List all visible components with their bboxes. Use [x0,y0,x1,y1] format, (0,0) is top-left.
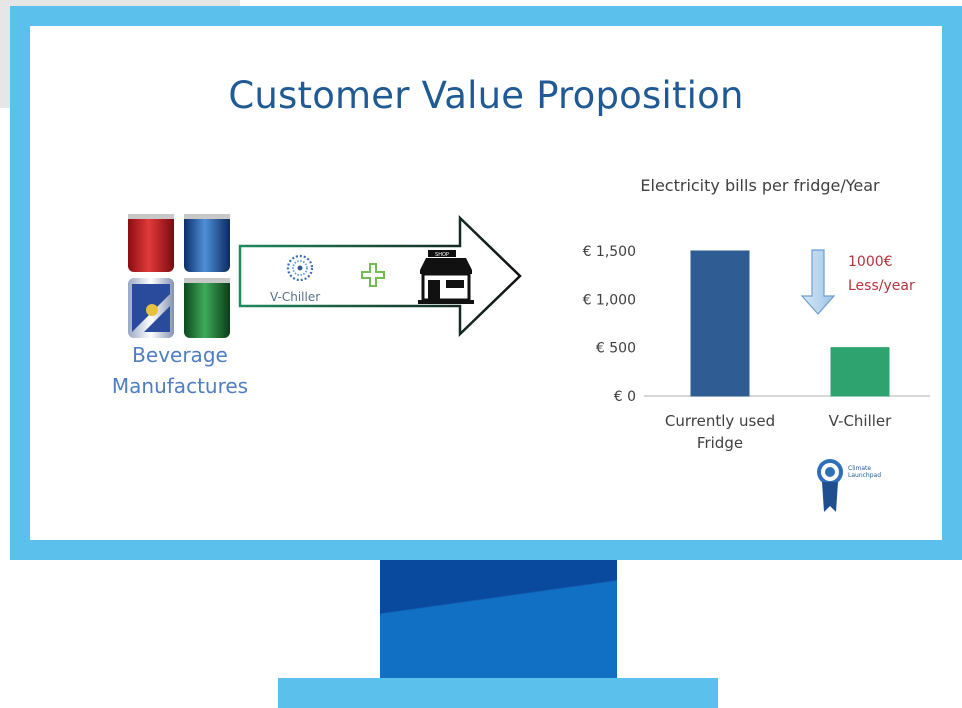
beverage-cans-icon [128,214,230,338]
climate-launchpad-logo-icon: Climate Launchpad [817,459,881,512]
savings-down-arrow-icon [800,249,836,315]
slide-title: Customer Value Proposition [228,74,744,117]
x-tick-label: Currently used [665,412,775,430]
value-flow-arrow: SHOP [238,215,522,337]
y-tick-label: € 0 [614,389,636,405]
monitor-stand-base [278,678,718,708]
beverage-label-line2: Manufactures [111,374,249,398]
beverage-manufactures-label: Beverage Manufactures [80,340,280,402]
monitor-frame: Customer Value Proposition [10,6,962,560]
y-tick-label: € 1,500 [583,244,636,260]
x-tick-label: Fridge [697,434,743,452]
beverage-label-line1: Beverage [132,343,228,367]
shop-sign-text: SHOP [435,252,449,258]
bars [690,250,890,397]
monitor-screen: Customer Value Proposition [30,26,942,540]
bar-v-chiller [830,347,890,397]
electricity-bill-chart: € 0 € 500 € 1,000 € 1,500 Currently usedFri… [583,244,930,452]
bar-currently-used-fridge [690,250,750,397]
monitor-stand-neck [380,560,617,678]
v-chiller-logo-icon [286,254,314,282]
savings-annotation-line2: Less/year [848,278,915,294]
shop-icon: SHOP [418,250,474,304]
logo-text-line2: Launchpad [848,472,881,479]
plus-icon [361,263,385,287]
y-tick-label: € 1,000 [583,292,636,308]
chart-title: Electricity bills per fridge/Year [640,176,880,195]
x-tick-label: V-Chiller [829,412,893,430]
savings-annotation-line1: 1000€ [848,254,893,270]
y-axis-ticks: € 0 € 500 € 1,000 € 1,500 [583,244,636,405]
y-tick-label: € 500 [596,341,636,357]
v-chiller-product-label: V-Chiller [270,290,321,304]
logo-text-line1: Climate [848,465,871,472]
